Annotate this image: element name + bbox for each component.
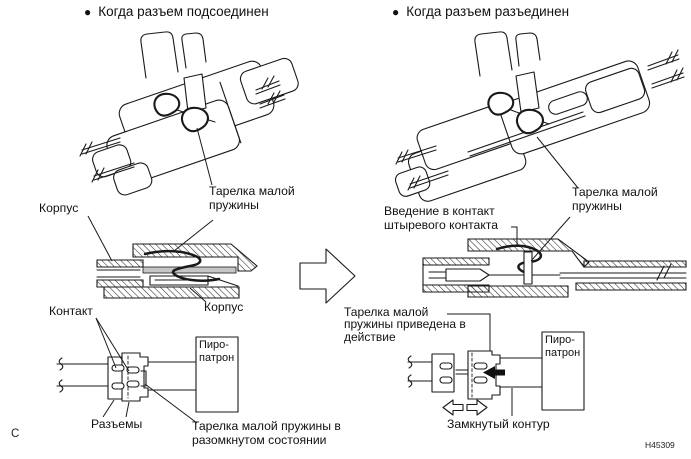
xsec-drawing-connected	[96, 243, 258, 299]
wires-right	[255, 75, 286, 109]
label-contact: Контакт	[49, 304, 93, 318]
schematic-disconnected	[407, 331, 585, 416]
label-spring-plate-left: Тарелка малой пружины	[209, 184, 295, 213]
arrow-left-outline	[442, 399, 464, 416]
pyro-line2: патрон	[545, 346, 581, 359]
bullet-icon: ●	[392, 4, 400, 19]
footer-letter: C	[11, 428, 20, 440]
schematic-connected	[56, 336, 239, 413]
leader-lines	[87, 127, 579, 424]
header-disconnected: ● Когда разъем разъединен	[392, 4, 569, 19]
wires-left	[79, 137, 135, 183]
label-pyro-left: Пиро- патрон	[199, 339, 234, 364]
label-housing-bottom: Корпус	[204, 300, 244, 314]
xsec-drawing-disconnected	[422, 238, 687, 298]
wires-right	[647, 49, 685, 89]
pyro-line2: патрон	[199, 351, 235, 364]
label-spring-plate-right: Тарелка малой пружины	[572, 185, 658, 214]
iso-drawing-disconnected	[394, 31, 685, 202]
label-pin-engage: Введение в контакт штыревого контакта	[384, 204, 499, 233]
bullet-icon: ●	[84, 4, 92, 19]
header-connected-text: Когда разъем подсоединен	[98, 4, 269, 19]
label-housing-top: Корпус	[39, 201, 79, 215]
transition-arrow	[299, 248, 356, 304]
wires-left	[395, 145, 449, 191]
header-connected: ● Когда разъем подсоединен	[84, 4, 269, 19]
arrow-right-outline	[466, 399, 488, 416]
label-closed-circuit: Замкнутый контур	[447, 417, 550, 431]
header-disconnected-text: Когда разъем разъединен	[406, 4, 570, 19]
iso-drawing-connected	[79, 31, 299, 196]
label-spring-open: Тарелка малой пружины в разомкнутом сост…	[192, 419, 341, 448]
label-pyro-right: Пиро- патрон	[545, 334, 580, 359]
pyro-line1: Пиро-	[199, 339, 229, 351]
pyro-line1: Пиро-	[545, 334, 575, 346]
figure-code: H45309	[645, 440, 675, 450]
label-spring-actuated: Тарелка малой пружины приведена в действ…	[344, 305, 466, 344]
label-connectors: Разъемы	[91, 417, 143, 431]
